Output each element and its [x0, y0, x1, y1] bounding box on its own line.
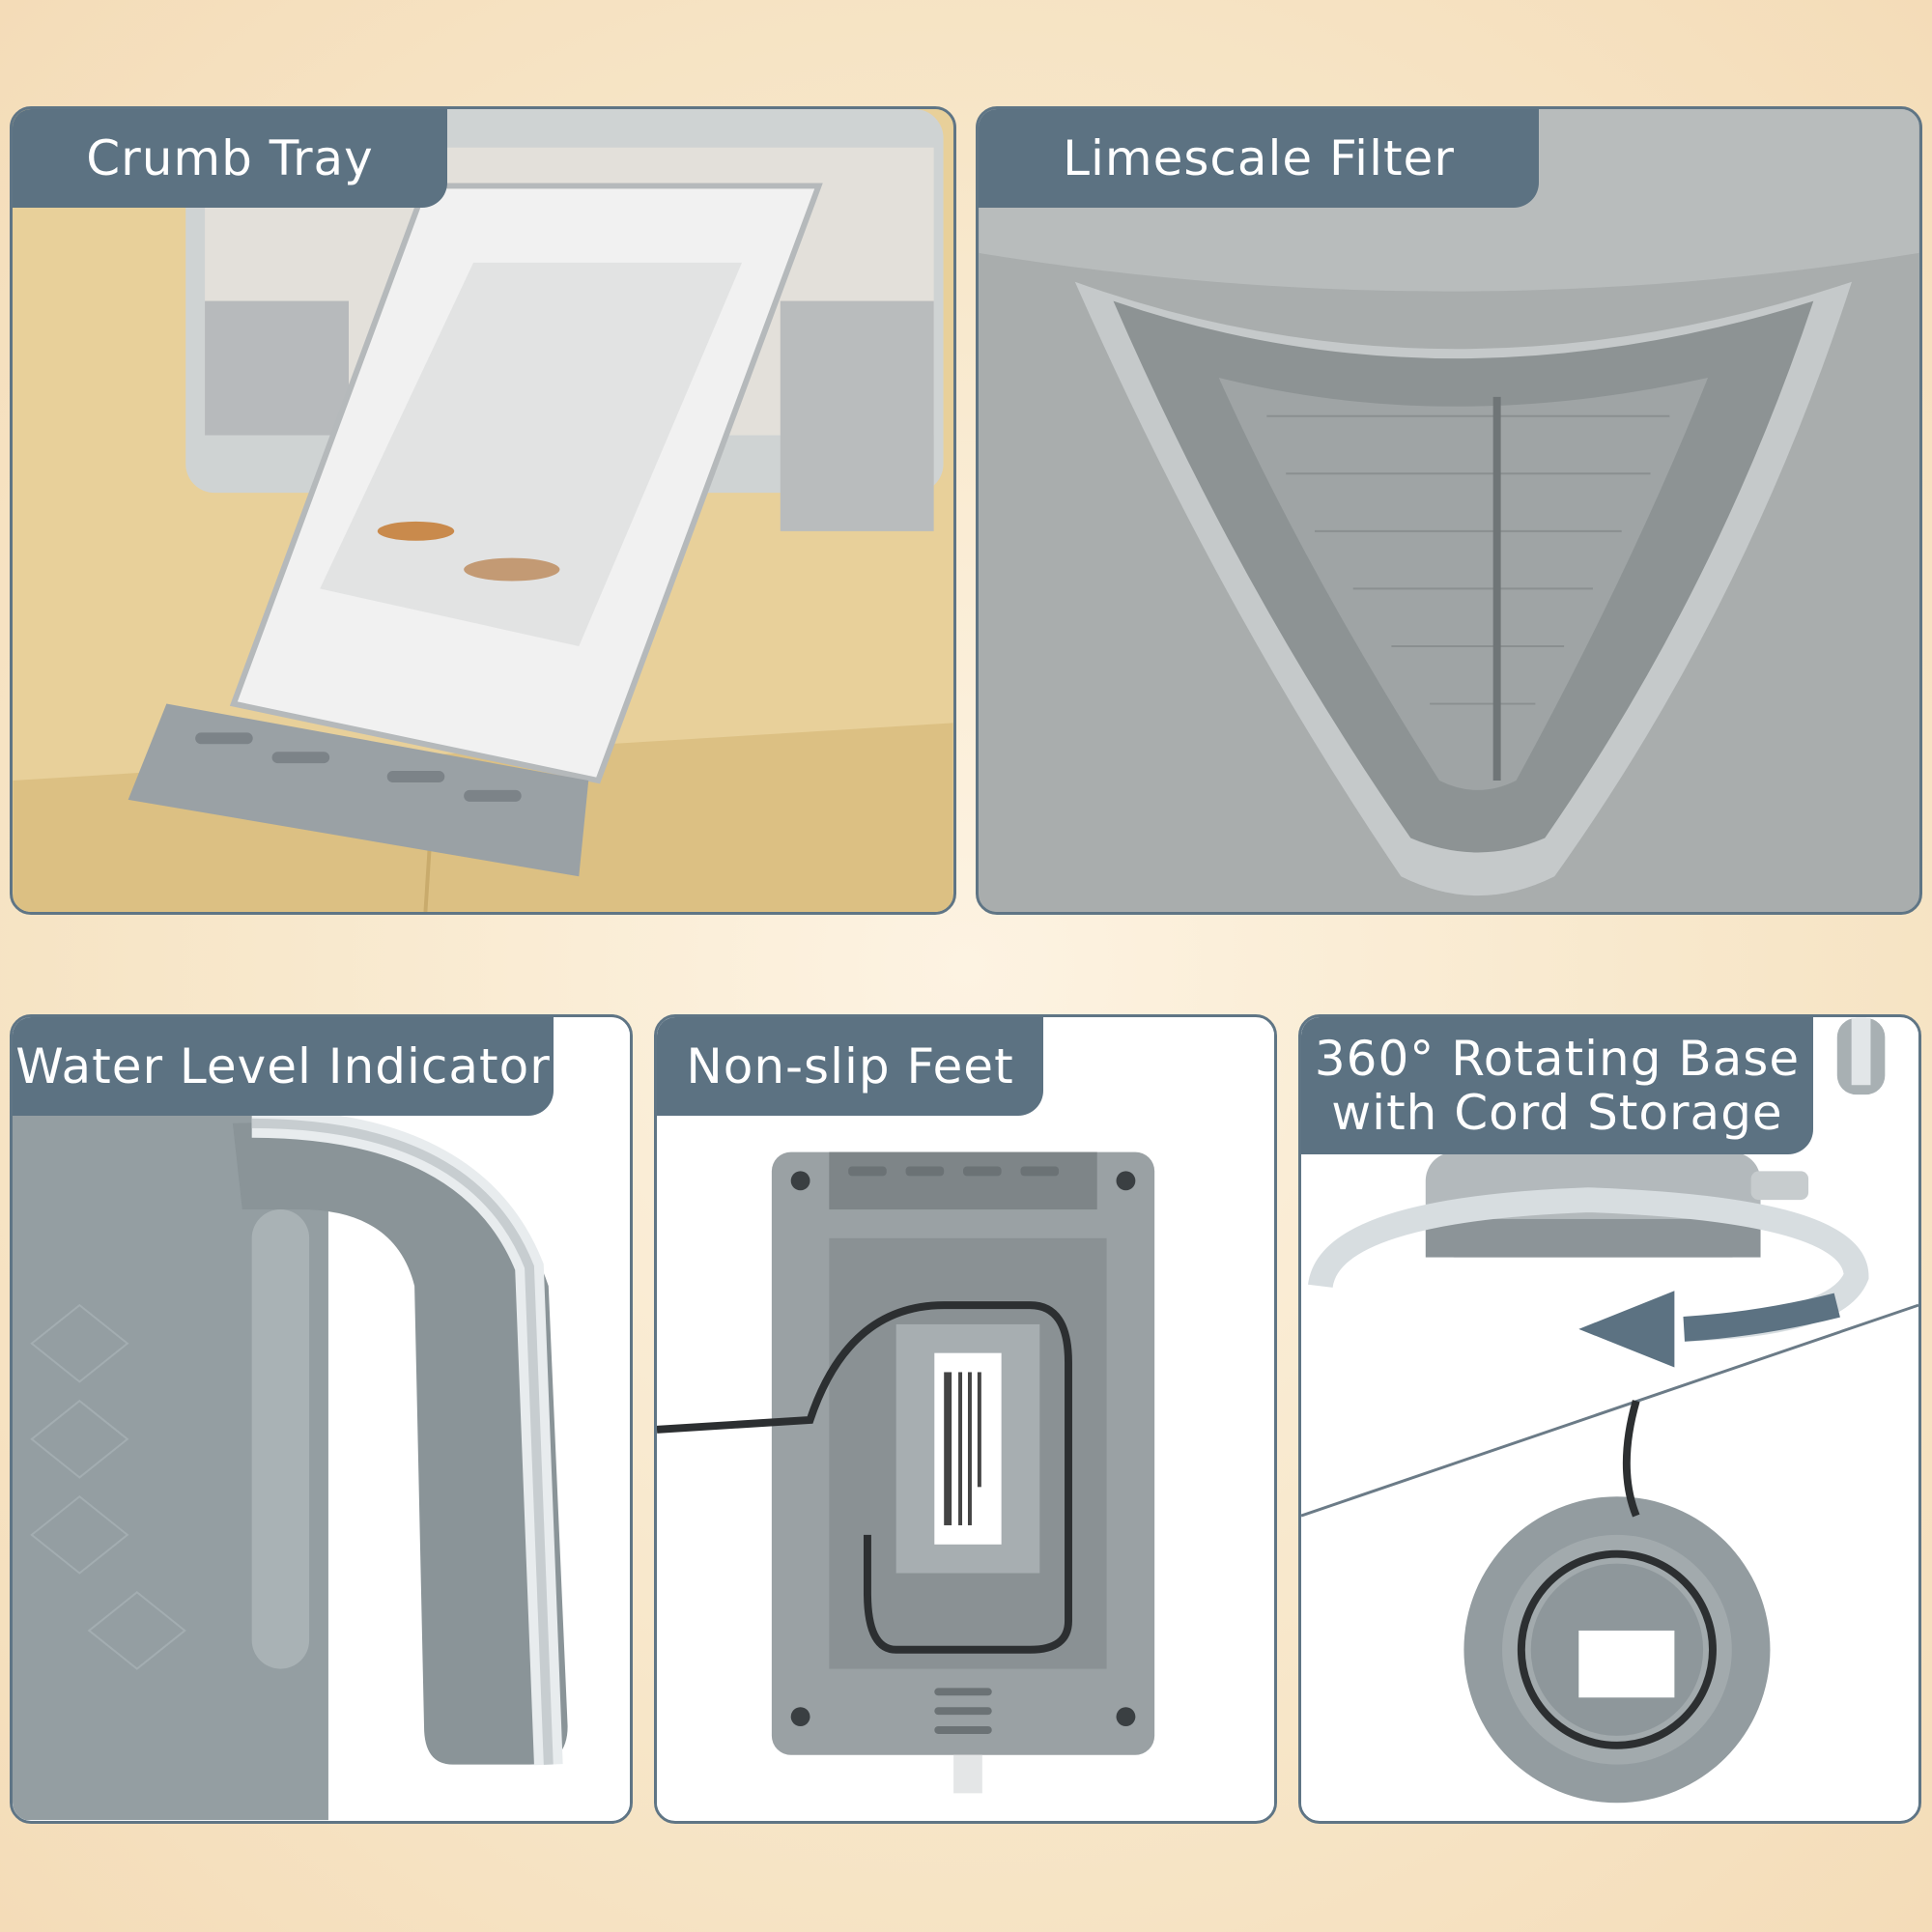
- limescale-filter-label: Limescale Filter: [979, 109, 1539, 208]
- crumb-tray-label: Crumb Tray: [13, 109, 447, 208]
- rotating-base-label-line1: 360° Rotating Base: [1314, 1031, 1801, 1087]
- water-level-indicator-image: [13, 1017, 630, 1821]
- crumb-tray-label-text: Crumb Tray: [86, 130, 374, 186]
- non-slip-feet-label: Non-slip Feet: [657, 1017, 1043, 1116]
- limescale-filter-label-text: Limescale Filter: [1063, 130, 1455, 186]
- crumb-tray-panel: Crumb Tray: [10, 106, 956, 915]
- rotating-base-panel: 360° Rotating Base with Cord Storage: [1298, 1014, 1921, 1824]
- rotating-base-label-line2: with Cord Storage: [1331, 1085, 1783, 1141]
- water-level-indicator-label: Water Level Indicator: [13, 1017, 554, 1116]
- rotation-arrow-icon: [1308, 1187, 1869, 1368]
- limescale-filter-panel: Limescale Filter: [976, 106, 1922, 915]
- water-level-indicator-label-text: Water Level Indicator: [15, 1038, 551, 1094]
- rotating-base-label: 360° Rotating Base with Cord Storage: [1301, 1017, 1813, 1154]
- crumb-tray-image: [13, 109, 953, 912]
- limescale-filter-image: [979, 109, 1919, 912]
- water-level-indicator-panel: Water Level Indicator: [10, 1014, 633, 1824]
- non-slip-feet-label-text: Non-slip Feet: [686, 1038, 1014, 1094]
- non-slip-feet-image: [657, 1017, 1274, 1821]
- non-slip-feet-panel: Non-slip Feet: [654, 1014, 1277, 1824]
